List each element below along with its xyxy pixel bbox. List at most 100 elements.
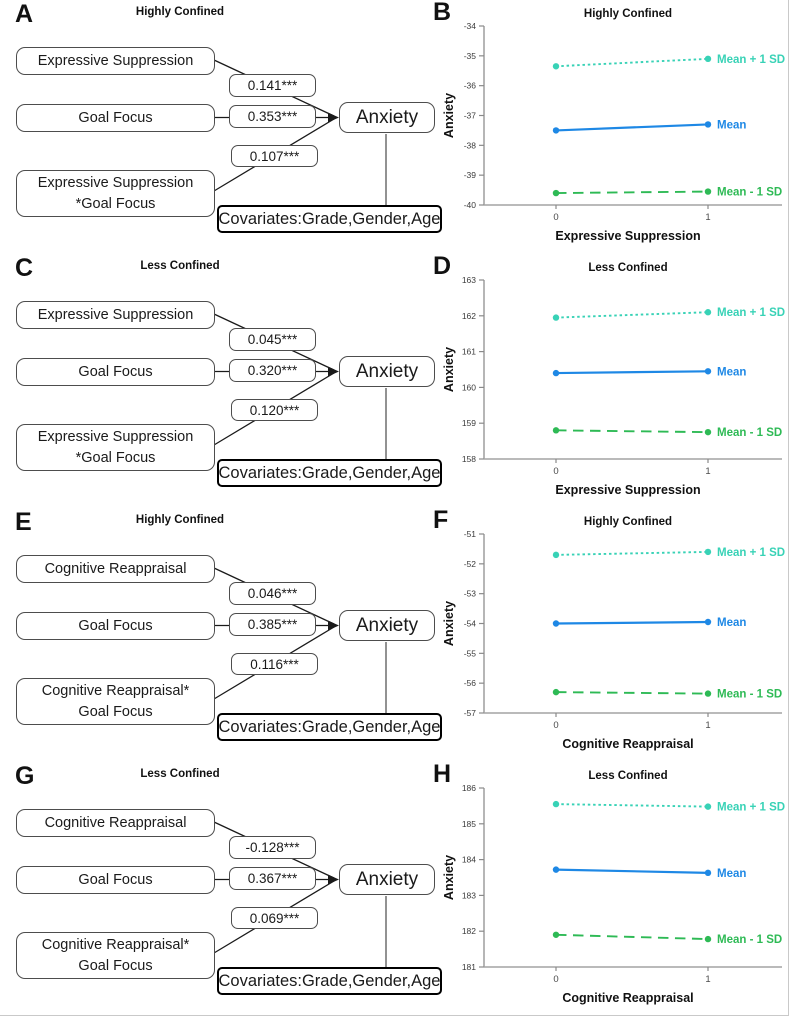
y-tick-label: 158	[462, 454, 476, 464]
panel-letter: H	[433, 760, 452, 788]
coefficient-box-predictor: 0.141***	[229, 74, 316, 97]
predictor-box: Expressive Suppression	[16, 47, 215, 75]
outcome-box: Anxiety	[339, 356, 435, 387]
moderator-box: Goal Focus	[16, 104, 215, 132]
x-axis-label: Cognitive Reappraisal	[562, 991, 693, 1005]
y-axis-label: Anxiety	[442, 93, 456, 138]
panel-letter: G	[15, 762, 35, 790]
coefficient-box-interaction: 0.107***	[231, 145, 318, 167]
series-line	[555, 123, 709, 132]
y-tick-label: -51	[464, 529, 477, 539]
arrowhead-to-outcome	[328, 112, 339, 123]
y-tick-label: -38	[464, 140, 477, 150]
series-line	[555, 691, 709, 695]
y-tick-label: -52	[464, 559, 477, 569]
covariates-box: Covariates:Grade,Gender,Age	[217, 713, 442, 741]
interaction-label-line2: Goal Focus	[78, 703, 153, 720]
y-axis-label: Anxiety	[442, 855, 456, 900]
y-tick-label: 163	[462, 275, 476, 285]
coefficient-box-predictor: -0.128***	[229, 836, 316, 859]
y-tick-label: -55	[464, 648, 477, 658]
diagram-title: Highly Confined	[135, 6, 225, 18]
series-legend-label: Mean	[717, 119, 746, 131]
series-legend-label: Mean + 1 SD	[717, 547, 785, 559]
series-legend-label: Mean	[717, 617, 746, 629]
series-legend-label: Mean	[717, 868, 746, 880]
predictor-label: Cognitive Reappraisal	[44, 815, 187, 831]
panel-letter: A	[15, 0, 34, 28]
panel-letter: F	[433, 506, 449, 534]
y-tick-label: 161	[462, 347, 476, 357]
interaction-box: Cognitive Reappraisal* Goal Focus	[16, 932, 215, 979]
interaction-label-line1: Cognitive Reappraisal*	[41, 936, 190, 953]
x-axis-label: Expressive Suppression	[555, 229, 700, 243]
diagram-title: Highly Confined	[135, 514, 225, 526]
chart-title: Less Confined	[588, 262, 667, 274]
y-tick-label: 184	[462, 855, 476, 865]
x-axis-label: Expressive Suppression	[555, 483, 700, 497]
x-axis-label: Cognitive Reappraisal	[562, 737, 693, 751]
coefficient-box-predictor: 0.046***	[229, 582, 316, 605]
y-tick-label: 159	[462, 418, 476, 428]
path-diagram-panel-c: C Less Confined Expressive Suppression G…	[0, 254, 442, 508]
outcome-box: Anxiety	[339, 102, 435, 133]
x-tick-label: 0	[553, 974, 558, 985]
coefficient-box-interaction: 0.120***	[231, 399, 318, 421]
interaction-label-line2: Goal Focus	[78, 957, 153, 974]
series-line	[555, 803, 709, 808]
series-legend-label: Mean	[717, 366, 746, 378]
figure-row-4: G Less Confined Cognitive Reappraisal Go…	[0, 760, 789, 1016]
diagram-title: Less Confined	[140, 260, 220, 272]
y-tick-label: -36	[464, 81, 477, 91]
interaction-box: Expressive Suppression *Goal Focus	[16, 424, 215, 471]
covariates-box: Covariates:Grade,Gender,Age	[217, 459, 442, 487]
interaction-box: Cognitive Reappraisal* Goal Focus	[16, 678, 215, 725]
coefficient-box-predictor: 0.045***	[229, 328, 316, 351]
series-legend-label: Mean - 1 SD	[717, 934, 782, 946]
y-tick-label: -35	[464, 51, 477, 61]
panel-letter: E	[15, 508, 32, 536]
series-line	[555, 933, 709, 941]
series-line	[555, 311, 709, 319]
predictor-label: Expressive Suppression	[37, 307, 194, 323]
outcome-box: Anxiety	[339, 610, 435, 641]
y-axis-label: Anxiety	[442, 347, 456, 392]
outcome-box: Anxiety	[339, 864, 435, 895]
interaction-box: Expressive Suppression *Goal Focus	[16, 170, 215, 217]
series-line	[555, 620, 709, 625]
path-diagram-panel-e: E Highly Confined Cognitive Reappraisal …	[0, 508, 442, 762]
x-tick-label: 0	[553, 466, 558, 477]
series-line	[555, 190, 709, 195]
x-tick-label: 1	[705, 466, 710, 477]
y-tick-label: -56	[464, 678, 477, 688]
y-tick-label: 186	[462, 783, 476, 793]
figure-row-1: A Highly Confined Expressive Suppression…	[0, 0, 789, 254]
y-tick-label: -57	[464, 708, 477, 718]
x-tick-label: 1	[705, 720, 710, 731]
series-line	[555, 868, 709, 874]
coefficient-box-interaction: 0.069***	[231, 907, 318, 929]
y-tick-label: 185	[462, 819, 476, 829]
series-line	[555, 57, 709, 68]
coefficient-box-moderator: 0.320***	[229, 359, 316, 382]
y-axis-label: Anxiety	[442, 601, 456, 646]
series-legend-label: Mean - 1 SD	[717, 187, 782, 199]
figure-row-3: E Highly Confined Cognitive Reappraisal …	[0, 506, 789, 762]
series-legend-label: Mean - 1 SD	[717, 689, 782, 701]
predictor-box: Cognitive Reappraisal	[16, 555, 215, 583]
x-tick-label: 0	[553, 720, 558, 731]
panel-letter: B	[433, 0, 452, 26]
arrowhead-to-outcome	[328, 366, 339, 377]
diagram-title: Less Confined	[140, 768, 220, 780]
y-tick-label: 182	[462, 926, 476, 936]
y-tick-label: -34	[464, 21, 477, 31]
series-line	[555, 429, 709, 434]
x-tick-label: 1	[705, 974, 710, 985]
y-tick-label: 160	[462, 382, 476, 392]
moderator-box: Goal Focus	[16, 612, 215, 640]
